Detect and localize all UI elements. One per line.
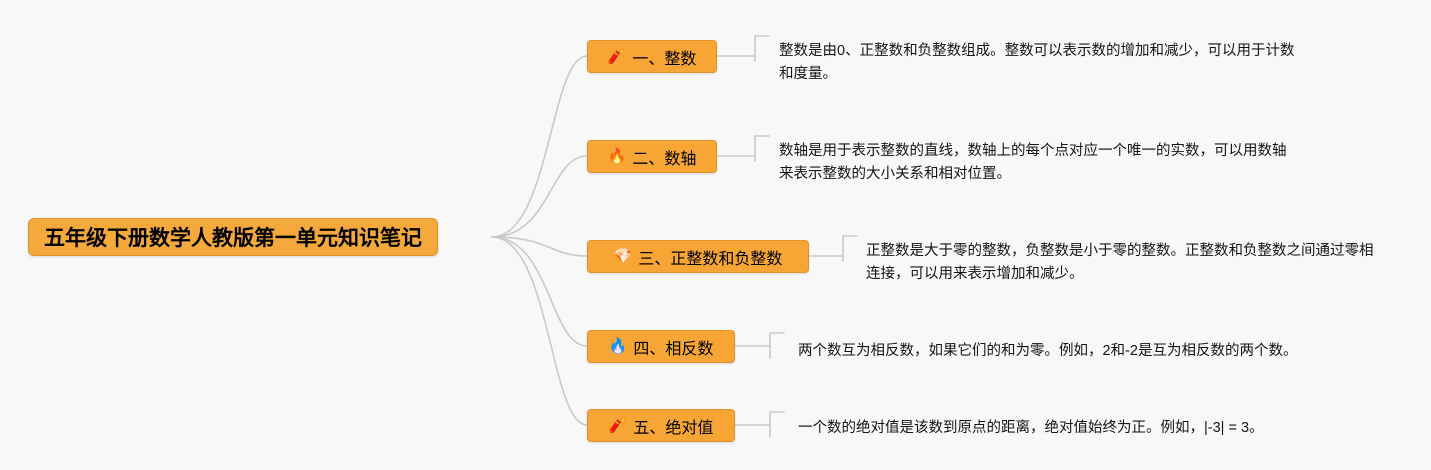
branch-description-integers[interactable]: 整数是由0、正整数和负整数组成。整数可以表示数的增加和减少，可以用于计数 和度量… — [779, 40, 1339, 87]
branch-description-opposites[interactable]: 两个数互为相反数，如果它们的和为零。例如，2和-2是互为相反数的两个数。 — [798, 340, 1418, 363]
flame-icon: 🔥 — [608, 149, 627, 164]
root-topic-label: 五年级下册数学人教版第一单元知识笔记 — [44, 222, 422, 252]
branch-topic-label: 二、数轴 — [632, 145, 696, 169]
branch-desc-connector — [809, 236, 857, 261]
branch-topic-positive-negative[interactable]: 💎 三、正整数和负整数 — [587, 240, 809, 273]
branch-topic-number-line[interactable]: 🔥 二、数轴 — [587, 140, 717, 173]
blue-flame-icon: 🔥 — [609, 339, 628, 354]
firecracker-icon: 🧨 — [609, 418, 628, 433]
root-branch-connector — [492, 237, 587, 425]
branch-description-number-line[interactable]: 数轴是用于表示整数的直线，数轴上的每个点对应一个唯一的实数，可以用数轴 来表示整… — [779, 140, 1339, 187]
root-branch-connector — [492, 56, 587, 237]
branch-topic-label: 三、正整数和负整数 — [638, 245, 782, 269]
root-topic[interactable]: 五年级下册数学人教版第一单元知识笔记 — [28, 218, 438, 256]
branch-topic-opposites[interactable]: 🔥 四、相反数 — [587, 330, 735, 363]
branch-topic-absolute-value[interactable]: 🧨 五、绝对值 — [587, 409, 735, 442]
firecracker-icon: 🧨 — [608, 49, 627, 64]
branch-topic-integers[interactable]: 🧨 一、整数 — [587, 40, 717, 73]
branch-description-positive-negative[interactable]: 正整数是大于零的整数，负整数是小于零的整数。正整数和负整数之间通过零相 连接，可… — [866, 240, 1426, 287]
branch-description-absolute-value[interactable]: 一个数的绝对值是该数到原点的距离，绝对值始终为正。例如，|-3| = 3。 — [798, 417, 1418, 440]
branch-desc-connector — [735, 333, 784, 358]
root-branch-connector — [492, 237, 587, 346]
root-branch-connector — [492, 156, 587, 237]
gem-icon: 💎 — [614, 249, 633, 264]
branch-topic-label: 五、绝对值 — [633, 414, 713, 438]
branch-topic-label: 四、相反数 — [633, 335, 713, 359]
branch-topic-label: 一、整数 — [632, 45, 696, 69]
branch-desc-connector — [735, 412, 784, 437]
branch-desc-connector — [717, 36, 769, 61]
root-branch-connector — [492, 237, 587, 256]
branch-desc-connector — [717, 136, 769, 161]
